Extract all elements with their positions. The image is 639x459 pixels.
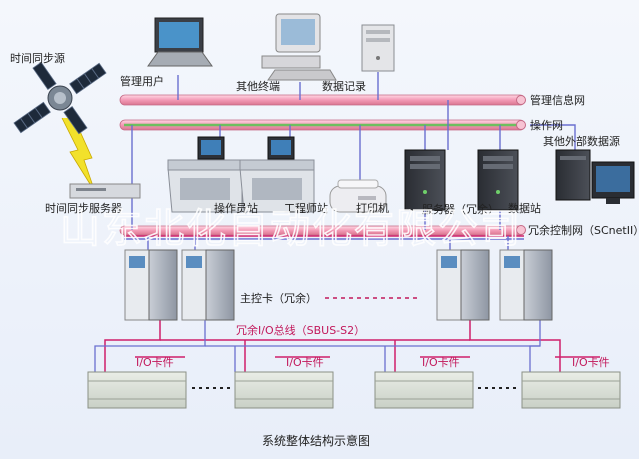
time-server-label: 时间同步服务器 [45,202,122,215]
io-bus-label: 冗余I/O总线（SBUS-S2） [236,323,365,337]
io-card-label: I/O卡件 [422,356,460,369]
io-rack [521,371,621,409]
controller-cabinet [181,249,235,321]
time-server-icon [69,183,141,199]
data-station-label: 数据站 [508,201,541,215]
data-station-tower-icon [477,149,519,211]
time-source-label: 时间同步源 [10,51,65,65]
io-rack [234,371,334,409]
redundant-control-network [119,225,526,240]
other-terminal-label: 其他终端 [236,79,280,93]
operator-console-icon [167,136,243,213]
satellite-icon [13,61,107,135]
printer-icon [329,179,387,213]
operation-network-label: 操作网 [530,118,563,132]
redundant-control-network-label: 冗余控制网（SCnetII） [528,223,639,237]
io-bus [94,320,600,372]
management-network [119,94,526,106]
server-label: 服务器（冗余） [422,202,499,216]
management-network-label: 管理信息网 [530,93,585,107]
server-tower-icon [404,149,446,211]
controller-cabinet [436,249,490,321]
manager-user-label: 管理用户 [120,74,164,88]
data-record-pc-icon [361,24,395,72]
controller-cabinet [124,249,178,321]
operation-network [119,119,526,131]
engineer-console-icon [239,136,315,213]
data-record-label: 数据记录 [322,79,366,93]
io-rack [374,371,474,409]
io-card-label: I/O卡件 [136,356,174,369]
laptop-icon [147,17,213,67]
io-rack [87,371,187,409]
terminal-computer-icon [261,13,337,81]
controller-label: 主控卡（冗余） [240,291,317,305]
watermark-text: 山东北化自动化有限公司 [60,206,522,252]
controller-cabinet [499,249,553,321]
operator-station-label: 操作员站 [214,201,258,215]
external-pc-icon [555,149,635,204]
printer-label: 打印机 [356,201,389,215]
io-card-label: I/O卡件 [286,356,324,369]
diagram-caption: 系统整体结构示意图 [262,433,370,448]
io-card-label: I/O卡件 [572,356,610,369]
engineer-station-label: 工程师站 [284,201,328,215]
external-data-label: 其他外部数据源 [543,134,620,148]
